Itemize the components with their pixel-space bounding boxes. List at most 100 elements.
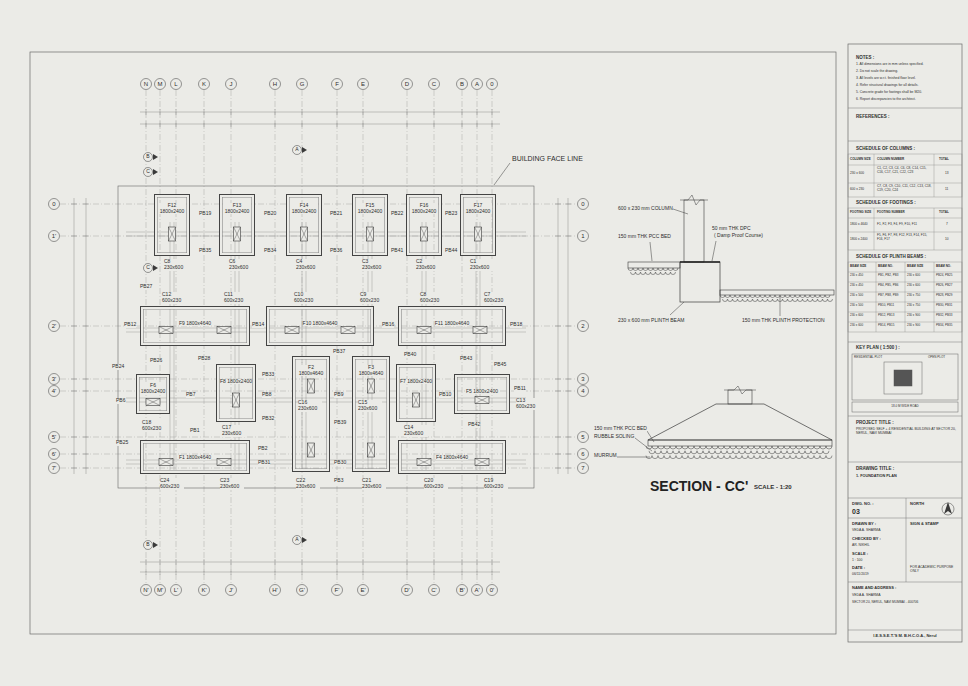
dimension-tick	[477, 121, 478, 127]
title-block-text: 1. All dimensions are in mm unless speci…	[856, 63, 923, 67]
title-block-text: 230 x 750	[907, 294, 920, 297]
plinth-beam-tag: PB7	[186, 392, 195, 398]
dimension-tick	[407, 121, 408, 127]
title-block-text: 230 x 600	[907, 284, 920, 287]
dimension-tick	[71, 379, 77, 380]
footing-box: F11 1800x4640	[398, 306, 506, 346]
grid-bubble	[141, 79, 152, 90]
dimension-tick	[434, 569, 435, 575]
title-block-text: BEAM SIZE	[907, 265, 923, 268]
grid-bubble-label: J	[230, 81, 233, 88]
dimension-tick	[83, 379, 89, 380]
grid-bubble	[578, 374, 589, 385]
title-block-divider	[848, 518, 962, 519]
column-symbol-cross	[413, 393, 420, 407]
footing-label: F2 1800x4640	[296, 365, 326, 377]
rubble-soling	[646, 446, 832, 449]
title-block-text: 1. FOUNDATION PLAN	[856, 474, 897, 478]
pcc-bed	[648, 440, 832, 446]
section-marker-arrow	[302, 537, 307, 543]
grid-line	[492, 90, 493, 584]
plinth-beam-tag: PB39	[334, 420, 346, 426]
dimension-line	[74, 198, 75, 474]
dimension-tick	[555, 204, 561, 205]
column-symbol	[421, 227, 428, 241]
dimension-tick	[565, 326, 571, 327]
column-symbol-cross	[169, 227, 176, 241]
column-symbol	[308, 379, 315, 393]
title-block-text: 230 x 600	[850, 172, 864, 176]
title-block-text: DWG. NO. :	[852, 502, 874, 507]
table-rule	[934, 154, 935, 197]
title-block-text: PB34, PB35	[936, 324, 952, 327]
dimension-tick	[83, 437, 89, 438]
plinth-beam-tag: PB45	[494, 362, 506, 368]
grid-line	[302, 90, 303, 584]
grid-line	[60, 391, 577, 392]
dimension-tick	[83, 236, 89, 237]
title-block-text: PB4, PB5, PB6	[878, 284, 898, 287]
dimension-tick	[302, 109, 303, 115]
schedule-table	[848, 262, 962, 332]
dimension-tick	[83, 204, 89, 205]
column-symbol	[341, 327, 355, 334]
grid-bubble-label: C	[432, 81, 436, 88]
grid-bubble	[49, 231, 60, 242]
dimension-tick	[83, 391, 89, 392]
grid-bubble	[578, 321, 589, 332]
grid-bubble-label: 5'	[52, 434, 56, 441]
grid-bubble-label: M	[158, 81, 163, 88]
title-block-text: 5. Concrete grade for footings shall be …	[856, 91, 922, 95]
title-block-text: 13	[945, 172, 949, 176]
column-tag: C2 230x600	[416, 259, 440, 271]
column-symbol-cross	[301, 227, 308, 241]
title-block-text: PB10, PB11	[878, 304, 894, 307]
section-marker-letter: C	[146, 169, 150, 175]
column-symbol-cross	[475, 459, 489, 466]
grid-line	[60, 204, 577, 205]
grid-bubble-label: 4	[581, 388, 584, 395]
dimension-tick	[231, 109, 232, 115]
grid-bubble	[49, 432, 60, 443]
grid-line	[176, 90, 177, 584]
plinth-beam-edge	[126, 236, 526, 237]
title-block-text: SCALE :	[852, 552, 868, 557]
column-symbol-cross	[159, 459, 173, 466]
column-symbol-cross	[217, 327, 231, 334]
dimension-line	[140, 572, 500, 573]
grid-line	[477, 90, 478, 584]
grid-bubble	[49, 374, 60, 385]
title-block-text: 11	[945, 188, 948, 192]
section-marker	[144, 153, 153, 162]
plan-drawing	[30, 44, 962, 642]
grid-bubble	[358, 79, 369, 90]
column-symbol	[308, 443, 315, 457]
footing-label: F15 1800x2400	[356, 203, 384, 215]
leader-line	[635, 438, 652, 451]
column-tag: C15 230x600	[358, 400, 382, 412]
grid-bubble-label: 0	[581, 201, 584, 208]
title-block-text: PB1, PB2, PB3	[878, 274, 898, 277]
title-block-text: NOTES :	[856, 55, 874, 60]
leader-line	[673, 209, 688, 214]
plinth-beam-tag: PB27	[140, 284, 152, 290]
column-tag: C11 600x230	[224, 292, 248, 304]
dimension-tick	[176, 569, 177, 575]
title-block-text: PB26, PB27	[936, 284, 952, 287]
dimension-tick	[160, 121, 161, 127]
grid-bubble	[578, 449, 589, 460]
table-rule	[876, 262, 877, 332]
plinth-beam-tag: PB28	[198, 356, 210, 362]
grid-line	[60, 236, 577, 237]
title-block-text: PB32, PB33	[936, 314, 952, 317]
section-title: SECTION - CC'	[650, 478, 748, 494]
column-symbol-cross	[233, 393, 240, 407]
title-block-text: NAME AND ADDRESS :	[852, 586, 896, 591]
grid-bubble	[155, 585, 166, 596]
rubble-soling	[723, 299, 833, 302]
dimension-tick	[302, 559, 303, 565]
grid-bubble-label: J'	[229, 587, 233, 594]
title-block-text: FOOTING NUMBER	[877, 211, 905, 214]
leader-line	[617, 457, 650, 458]
grid-bubble-label: 6	[581, 451, 584, 458]
